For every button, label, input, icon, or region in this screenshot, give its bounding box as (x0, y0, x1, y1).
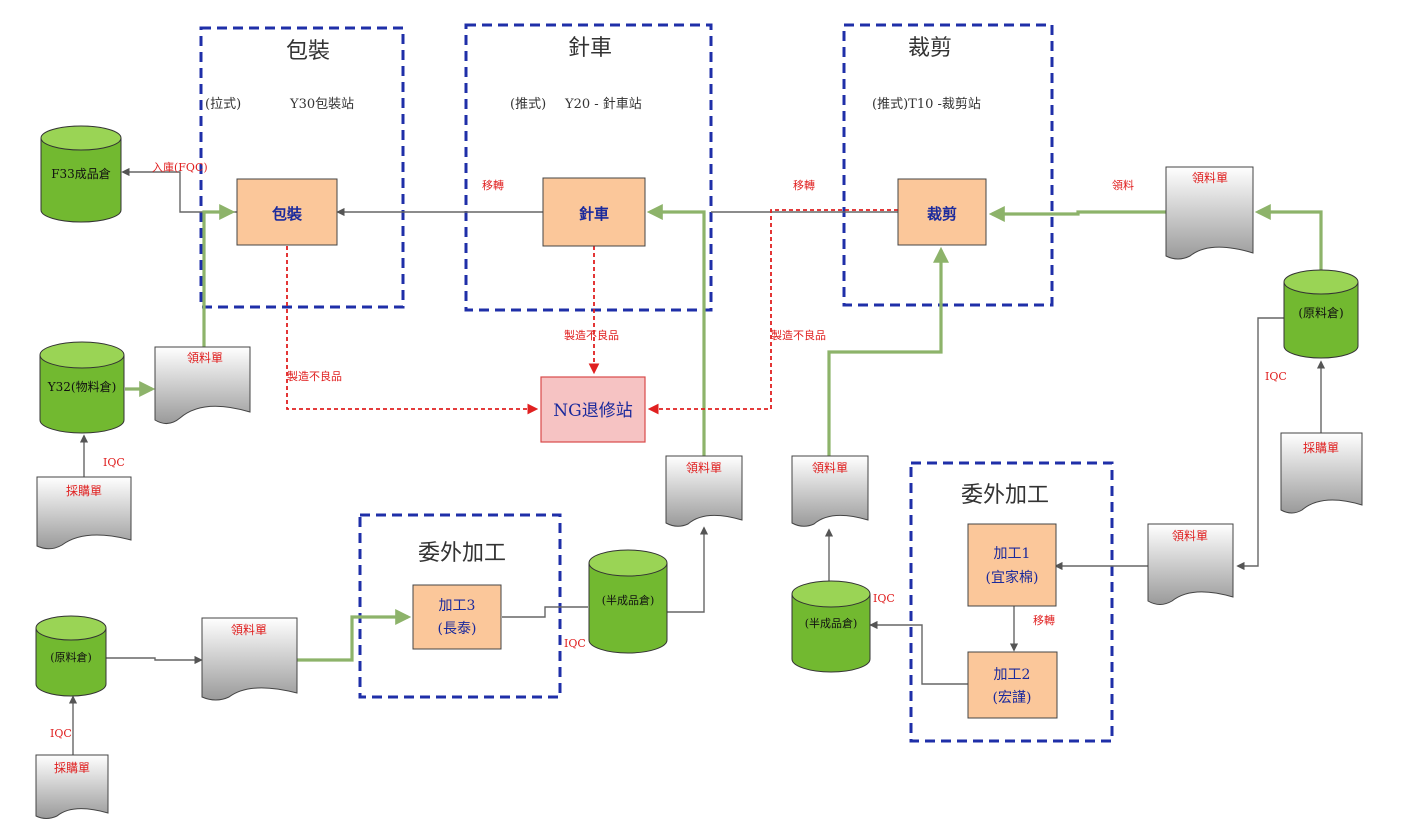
process-3: 加工3 (長泰) (412, 584, 502, 650)
cutting-station-title: 裁剪 (908, 36, 952, 61)
label-defect-cutting: 製造不良品 (771, 328, 826, 342)
doc-req-y32 (154, 346, 251, 424)
label-iqc-y32: IQC (103, 456, 125, 469)
database-semi-center-label: (半成品倉) (602, 593, 655, 607)
label-transfer-proc: 移轉 (1033, 614, 1055, 627)
doc-req-right-mid (1147, 523, 1234, 605)
doc-req-bottom-left (201, 617, 298, 701)
database-raw-right: (原料倉) (1283, 269, 1359, 359)
sewing-process: 針車 (542, 177, 646, 247)
outsource-left-frame (358, 513, 562, 699)
database-raw-left-label: (原料倉) (50, 650, 92, 664)
packing-process: 包裝 (236, 178, 338, 246)
process-2-line2: (宏謹) (993, 690, 1032, 706)
doc-req-y32-label: 領料單 (187, 350, 223, 365)
process-3-line1: 加工3 (439, 598, 476, 614)
cutting-station-frame (842, 23, 1054, 307)
outsource-left-title: 委外加工 (418, 541, 506, 566)
process-1: 加工1 (宜家棉) (967, 523, 1057, 607)
label-defect-packing: 製造不良品 (287, 369, 342, 383)
label-picking: 領料 (1112, 178, 1134, 192)
doc-req-cutting (791, 455, 869, 527)
sewing-station-code: Y20 - 針車站 (564, 97, 642, 112)
sewing-process-label: 針車 (579, 205, 609, 223)
process-2: 加工2 (宏謹) (967, 651, 1058, 719)
doc-purchase-y32 (36, 476, 132, 550)
label-inbound-fqc: 入庫(FQC) (152, 160, 208, 174)
ng-repair-station: NG退修站 (540, 376, 646, 443)
doc-purchase-bottom-left-label: 採購單 (54, 761, 90, 775)
packing-station-frame (199, 26, 405, 309)
doc-purchase-bottom-left (35, 754, 109, 819)
database-semi-center: (半成品倉) (588, 549, 668, 654)
doc-req-cutting-label: 領料單 (812, 460, 848, 475)
outsource-right-frame (909, 461, 1114, 743)
database-raw-left: (原料倉) (35, 615, 107, 697)
doc-req-top-right-label: 領料單 (1192, 170, 1228, 185)
database-semi-right: (半成品倉) (791, 580, 871, 673)
doc-req-right-mid-label: 領料單 (1172, 528, 1208, 543)
database-semi-right-label: (半成品倉) (805, 616, 858, 630)
sewing-station-title: 針車 (568, 36, 612, 61)
packing-station-mode: (拉式) (205, 97, 241, 112)
doc-purchase-right (1280, 432, 1363, 514)
label-iqc-right: IQC (1265, 370, 1287, 383)
cutting-station-mode: (推式)T10 -裁剪站 (872, 96, 981, 112)
sewing-station-frame (464, 23, 713, 312)
cutting-process: 裁剪 (897, 178, 987, 246)
doc-req-sewing (665, 455, 743, 527)
label-iqc-semi-right: IQC (873, 592, 895, 605)
doc-purchase-y32-label: 採購單 (66, 484, 102, 498)
process-3-line2: (長泰) (438, 621, 477, 637)
doc-req-bottom-left-label: 領料單 (231, 622, 267, 637)
database-raw-right-label: (原料倉) (1298, 305, 1343, 320)
database-y32: Y32(物料倉) (39, 341, 125, 434)
label-defect-sewing: 製造不良品 (564, 328, 619, 342)
process-2-line1: 加工2 (994, 667, 1031, 683)
label-iqc-bottom-left: IQC (50, 727, 72, 740)
doc-req-top-right (1165, 166, 1254, 260)
cutting-process-label: 裁剪 (927, 205, 957, 223)
packing-process-label: 包裝 (272, 205, 303, 223)
packing-station-title: 包裝 (286, 39, 330, 64)
label-transfer-sewing: 移轉 (482, 179, 504, 192)
outsource-right-title: 委外加工 (961, 483, 1049, 508)
sewing-station-mode: (推式) (510, 97, 546, 112)
database-f33-label: F33成品倉 (51, 166, 111, 181)
doc-req-sewing-label: 領料單 (686, 460, 722, 475)
label-iqc-semi-center: IQC (564, 637, 586, 650)
process-1-line1: 加工1 (994, 546, 1031, 562)
process-1-line2: (宜家棉) (986, 569, 1039, 586)
database-y32-label: Y32(物料倉) (47, 379, 117, 394)
doc-purchase-right-label: 採購單 (1303, 441, 1339, 455)
database-f33: F33成品倉 (40, 125, 122, 223)
packing-station-code: Y30包裝站 (289, 97, 354, 112)
ng-repair-label: NG退修站 (553, 401, 632, 421)
label-transfer-cutting: 移轉 (793, 179, 815, 192)
